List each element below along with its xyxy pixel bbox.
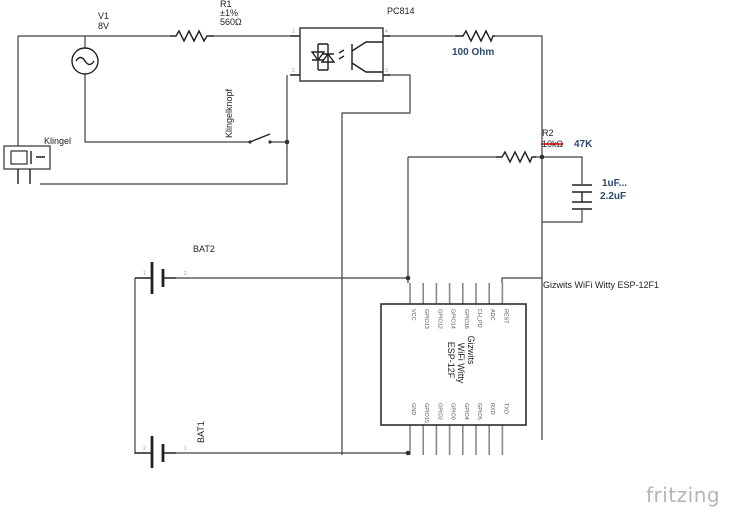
top-pin-group	[409, 283, 504, 304]
klingelknopf-label: Klingelknopf	[224, 88, 234, 138]
wire-100ohm-right	[495, 35, 543, 440]
chip-text-line1: Gizwits	[466, 336, 476, 365]
bell-detail	[17, 151, 45, 184]
bat2-pin2: 2	[184, 271, 187, 277]
pin-label-gpio13: GPIO13	[423, 309, 429, 329]
pin-label-txd: TXD	[502, 403, 508, 414]
r1-name: R1	[220, 0, 232, 9]
pin-label-vcc: VCC	[410, 309, 416, 321]
cap-value-line2: 2.2uF	[600, 191, 626, 202]
bat1-pin2: 2	[143, 446, 146, 452]
light-arrows-icon	[338, 49, 345, 60]
pin-label-gpio5: GPIO5	[476, 403, 482, 420]
pin-label-gpio14: GPIO14	[450, 309, 456, 329]
battery-bat1: 2 1 BAT1	[135, 421, 206, 468]
opto-pin4: 4	[385, 29, 388, 35]
r2-name: R2	[542, 128, 554, 138]
junction-vcc	[405, 275, 411, 281]
battery-bat2: 1 2 BAT2	[135, 244, 215, 294]
push-button-klingelknopf: Klingelknopf	[224, 88, 272, 144]
fritzing-logo: fritzing	[646, 483, 720, 507]
pin-label-rest: REST	[502, 309, 508, 324]
bat2-label: BAT2	[193, 244, 215, 254]
switch-contact-left	[248, 140, 252, 144]
voltage-source-v1: V1 8V	[71, 11, 109, 75]
bell-klingel: Klingel	[3, 136, 71, 184]
r1-zigzag	[170, 29, 214, 43]
resistor-r2: R2 10kΩ 47K	[496, 128, 593, 164]
pin-label-gpio12: GPIO12	[436, 309, 442, 329]
bottom-pin-labels: GND GPIO15 GPIO2 GPIO0 GPIO4 GPIO5 RXD TXD	[410, 403, 508, 423]
opto-body	[299, 27, 384, 82]
r1-tolerance: ±1%	[220, 8, 238, 18]
bottom-pin-group	[409, 425, 504, 455]
pin-label-adc: ADC	[489, 309, 495, 321]
pin-label-gpio16: GPIO16	[463, 309, 469, 329]
opto-pin1: 1	[292, 29, 295, 35]
pin-label-gnd: GND	[410, 403, 416, 415]
wire-r2-right	[536, 156, 583, 184]
bat2-pin1: 1	[143, 271, 146, 277]
cap-value-line1: 1uF...	[602, 178, 627, 189]
bat1-label: BAT1	[196, 421, 206, 443]
sine-icon	[75, 56, 95, 66]
wires	[17, 35, 583, 455]
bat1-pin1: 1	[184, 446, 187, 452]
wire-opto-emitter	[341, 74, 411, 455]
r100-label: 100 Ohm	[452, 47, 494, 58]
chip-text-line3: ESP-12F	[446, 342, 456, 379]
top-pin-labels: VCC GPIO13 GPIO12 GPIO14 GPIO16 CH_PD ADC REST	[410, 309, 508, 329]
transistor-legs	[351, 41, 383, 73]
cap-plates-bottom	[572, 192, 592, 210]
pin-label-gpio15: GPIO15	[423, 403, 429, 423]
diode-2-icon	[320, 52, 336, 63]
wire-cathode-return	[40, 75, 288, 185]
r2-value: 47K	[574, 139, 593, 150]
chip-body	[380, 303, 527, 426]
junctions	[284, 139, 545, 456]
pin-label-gpio0: GPIO0	[450, 403, 456, 420]
switch-lever	[249, 133, 271, 143]
v1-value: 8V	[98, 21, 109, 31]
r2-zigzag	[496, 150, 536, 164]
wire-cap-gnd	[542, 210, 583, 223]
bell-coil	[10, 150, 28, 165]
source-circle	[71, 47, 99, 75]
wire-rest	[501, 277, 542, 283]
r1-value: 560Ω	[220, 17, 242, 27]
opto-leads	[290, 35, 390, 76]
junction-r2	[539, 154, 545, 160]
r100-zigzag	[455, 29, 495, 43]
junction-gnd	[405, 450, 411, 456]
cap-plates-top	[572, 184, 592, 193]
v1-name: V1	[98, 11, 109, 21]
pin-label-ch_pd: CH_PD	[476, 309, 482, 328]
pin-label-gpio2: GPIO2	[436, 403, 442, 420]
pc814-label: PC814	[387, 6, 415, 16]
resistor-r1: R1 ±1% 560Ω	[170, 0, 242, 43]
klingel-label: Klingel	[44, 136, 71, 146]
pin-label-gpio4: GPIO4	[463, 403, 469, 420]
chip-text-line2: WiFi Witty	[456, 343, 466, 384]
pin-label-rxd: RXD	[489, 403, 495, 415]
wire-v1-to-button	[84, 74, 250, 143]
diode-1-icon	[310, 51, 326, 62]
capacitor: 1uF... 2.2uF	[572, 178, 627, 210]
switch-contact-right	[268, 140, 272, 144]
optocoupler-pc814: 1 2 4 3 PC814	[290, 6, 415, 82]
opto-pin2: 2	[292, 68, 295, 74]
junction-button	[284, 139, 290, 145]
diode-bridge	[318, 43, 328, 71]
module-title: Gizwits WiFi Witty ESP-12F1	[543, 280, 659, 290]
resistor-100ohm: 100 Ohm	[452, 29, 495, 58]
opto-pin3: 3	[385, 68, 388, 74]
